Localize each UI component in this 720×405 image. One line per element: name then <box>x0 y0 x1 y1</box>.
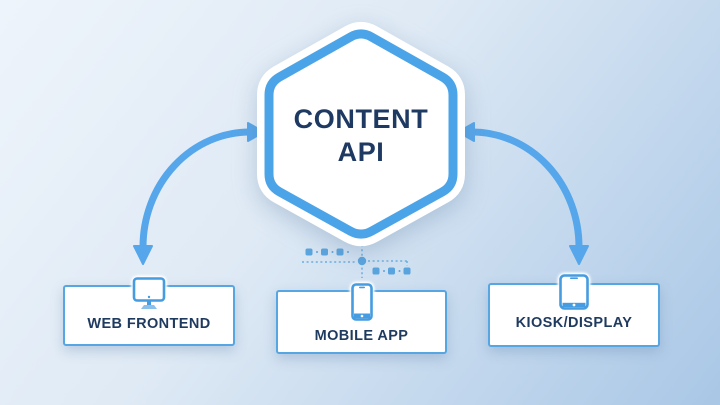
desktop-monitor-icon <box>132 277 166 309</box>
node-kiosk-display: KIOSK/DISPLAY <box>488 274 660 347</box>
smartphone-icon <box>350 283 373 321</box>
hub-title-line2: API <box>337 137 385 167</box>
node-label: MOBILE APP <box>314 328 409 344</box>
arrowhead-down-icon <box>133 245 153 265</box>
arrowhead-right-icon <box>247 122 265 142</box>
hexagon-shape <box>264 29 458 239</box>
arrowhead-down-icon <box>569 245 589 265</box>
arrow-hub-to-kiosk-display <box>457 122 589 265</box>
arrowhead-left-icon <box>457 122 475 142</box>
node-label: KIOSK/DISPLAY <box>515 315 633 331</box>
hub-title-line1: CONTENT <box>293 104 429 134</box>
node-mobile-app: MOBILE APP <box>276 283 447 354</box>
node-web-frontend: WEB FRONTEND <box>63 277 235 346</box>
hexagon-hub <box>257 21 465 247</box>
node-label: WEB FRONTEND <box>87 316 211 332</box>
arrow-hub-to-web-frontend <box>133 122 265 265</box>
hub-title: CONTENT API <box>269 103 453 169</box>
circuit-flow-decoration <box>302 240 411 278</box>
tablet-icon <box>559 274 589 310</box>
